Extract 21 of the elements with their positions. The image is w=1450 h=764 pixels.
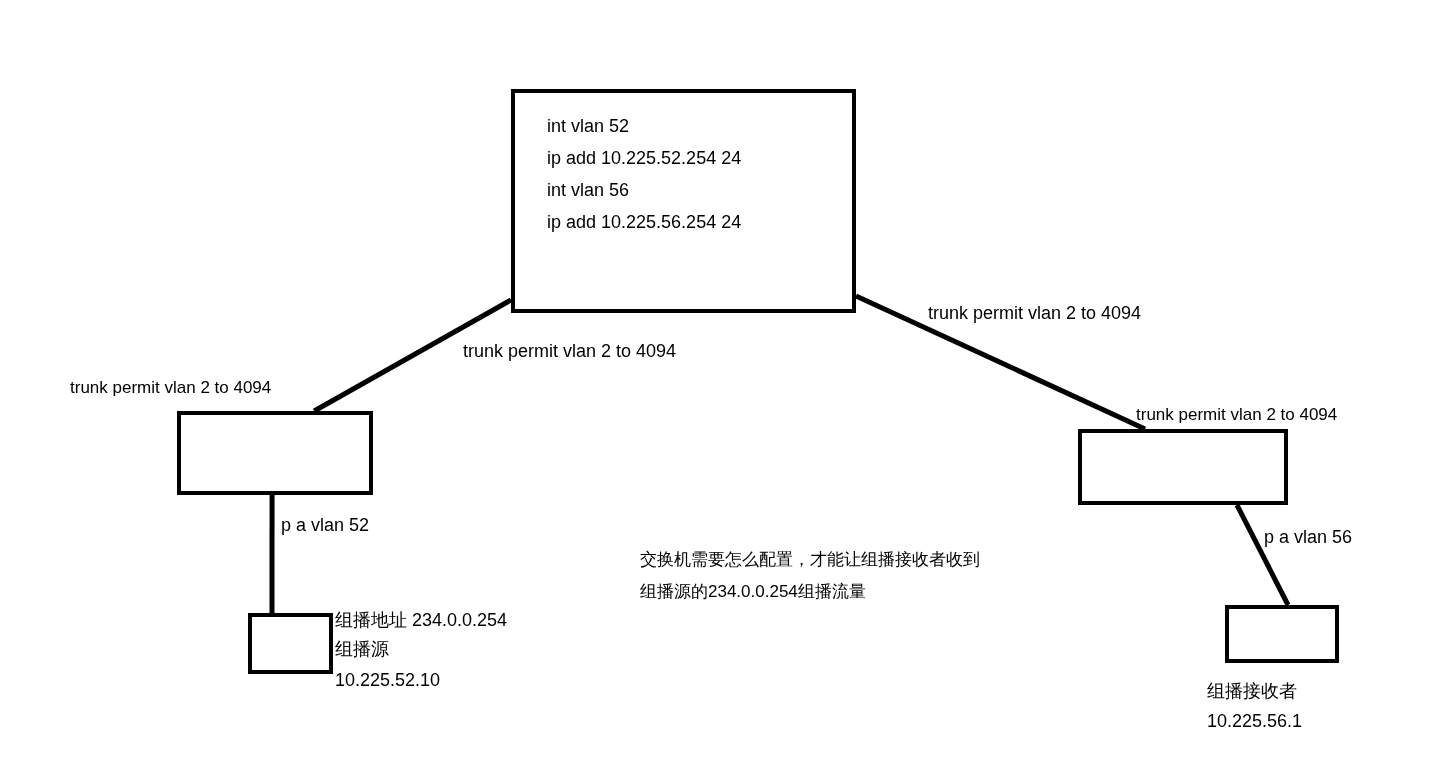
device-caption: 组播源 — [335, 638, 389, 661]
config-line: int vlan 52 — [547, 115, 631, 138]
port-config-label: trunk permit vlan 2 to 4094 — [1136, 404, 1339, 426]
connector-line — [312, 297, 513, 414]
device-box — [177, 411, 373, 495]
router-config-box — [511, 89, 856, 313]
device-caption: 组播接收者 — [1207, 680, 1297, 703]
device-caption: 10.225.52.10 — [335, 669, 441, 692]
connector-line — [854, 293, 1147, 432]
config-line: ip add 10.225.52.254 24 — [547, 147, 743, 170]
device-box — [248, 613, 333, 674]
device-box — [1225, 605, 1339, 663]
question-note: 交换机需要怎么配置，才能让组播接收者收到组播源的234.0.0.254组播流量 — [640, 549, 981, 603]
connector-line — [1234, 503, 1291, 607]
port-config-label: trunk permit vlan 2 to 4094 — [70, 377, 273, 399]
config-line: int vlan 56 — [547, 179, 631, 202]
device-box — [1078, 429, 1288, 505]
config-line: ip add 10.225.56.254 24 — [547, 211, 743, 234]
connector-line — [269, 495, 275, 613]
device-caption: 组播地址 234.0.0.254 — [335, 609, 508, 632]
device-caption: 10.225.56.1 — [1207, 710, 1303, 733]
